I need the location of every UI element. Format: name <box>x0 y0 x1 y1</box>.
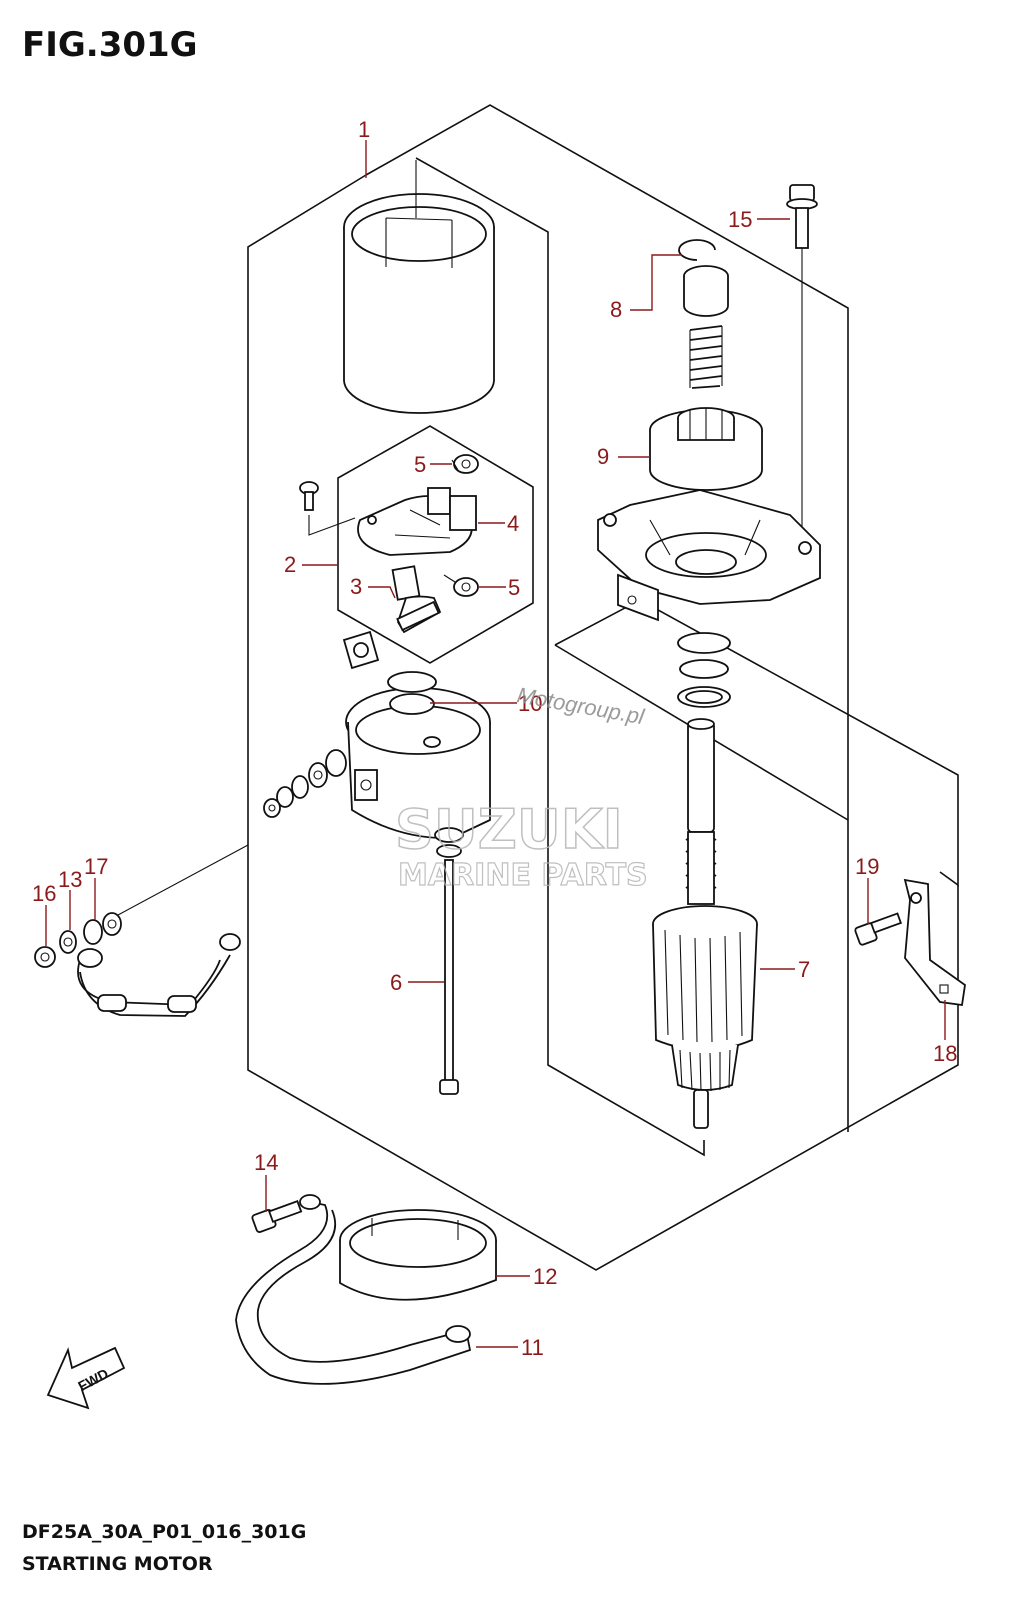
watermark-line2: MARINE PARTS <box>398 858 648 893</box>
strap-11 <box>235 1194 472 1385</box>
callout-13: 13 <box>58 867 82 892</box>
callout-12: 12 <box>533 1264 557 1289</box>
brush-holder-group-outline <box>337 425 534 664</box>
callout-7: 7 <box>798 957 810 982</box>
callout-15: 15 <box>728 207 752 232</box>
callout-6: 6 <box>390 970 402 995</box>
bolt-14 <box>251 1200 303 1233</box>
callout-19: 19 <box>855 854 879 879</box>
callout-1: 1 <box>358 117 370 142</box>
gear-housing-bracket <box>597 489 821 622</box>
terminal-nut <box>34 946 56 968</box>
figure-title: FIG.301G <box>22 25 198 65</box>
armature <box>652 718 758 1129</box>
callout-9: 9 <box>597 444 609 469</box>
bolt-15 <box>786 184 818 548</box>
pinion-gear <box>649 407 763 491</box>
o-rings <box>677 632 731 708</box>
brush-holder-plate <box>357 487 477 556</box>
callout-5-lower: 5 <box>508 575 520 600</box>
fwd-arrow-icon: FWD <box>46 1346 126 1410</box>
callout-10: 10 <box>518 691 542 716</box>
assembly-frame-left <box>247 174 959 1271</box>
brush <box>391 565 442 634</box>
callout-17: 17 <box>84 854 108 879</box>
callout-8: 8 <box>610 297 622 322</box>
square-nut <box>342 630 380 670</box>
armature-frame <box>415 157 705 1157</box>
callout-14: 14 <box>254 1150 278 1175</box>
spring-washer <box>59 930 77 954</box>
lead-wire <box>77 933 241 1017</box>
brush-spring-lower <box>443 574 479 597</box>
bolt-19 <box>854 912 903 946</box>
callout-2: 2 <box>284 552 296 577</box>
callout-4: 4 <box>507 511 519 536</box>
watermark-site: Motogroup.pl <box>515 682 647 729</box>
callout-3: 3 <box>350 574 362 599</box>
brush-spring-upper <box>451 454 479 474</box>
clamp-band-12 <box>339 1209 497 1301</box>
lead-wire-guide <box>117 844 249 916</box>
callout-5-upper: 5 <box>414 452 426 477</box>
pinion-kit <box>678 239 729 389</box>
callout-labels: 1 2 3 4 5 5 6 7 8 9 10 11 12 13 14 15 16… <box>32 117 957 1360</box>
callout-11: 11 <box>521 1335 544 1360</box>
yoke-housing <box>343 160 495 414</box>
figure-caption: STARTING MOTOR <box>22 1553 213 1575</box>
callout-leaders <box>45 140 946 1348</box>
watermark: SUZUKI MARINE PARTS Motogroup.pl <box>394 682 648 893</box>
model-code: DF25A_30A_P01_016_301G <box>22 1521 306 1543</box>
callout-16: 16 <box>32 881 56 906</box>
bracket-18 <box>903 878 966 1007</box>
plain-washers <box>83 912 122 945</box>
gear-section-frame <box>554 599 959 887</box>
through-bolt <box>434 827 464 1095</box>
screw-small <box>299 481 356 536</box>
end-cover <box>345 671 491 839</box>
assembly-frame-top <box>365 104 849 1132</box>
watermark-brand: SUZUKI <box>395 798 623 861</box>
terminal-washers <box>263 749 347 818</box>
callout-18: 18 <box>933 1041 957 1066</box>
